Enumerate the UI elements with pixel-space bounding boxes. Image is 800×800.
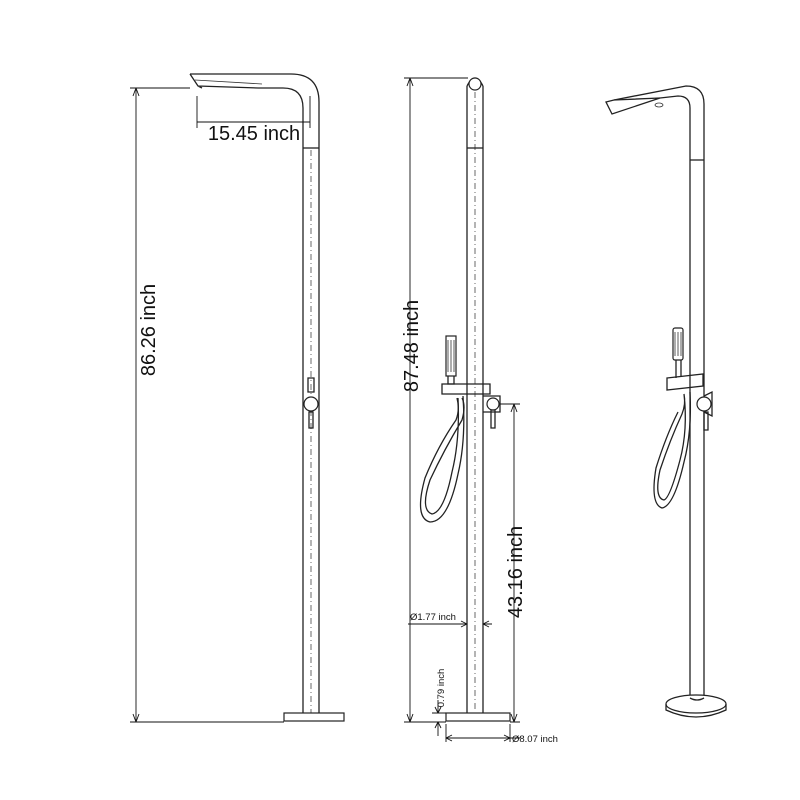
perspective-view	[605, 85, 727, 718]
total-height-label-side: 86.26 inch	[138, 284, 160, 376]
side-view: 86.26 inch 15.45 inch	[130, 73, 345, 723]
pipe-diameter-label: Ø1.77 inch	[410, 612, 456, 623]
valve-height-label: 43.16 inch	[505, 526, 527, 618]
base-thickness-label: 0.79 inch	[436, 669, 447, 708]
top-cap	[468, 77, 482, 91]
base-plate	[283, 712, 345, 722]
valve-knob-perspective	[696, 396, 712, 412]
total-height-label-front: 87.48 inch	[401, 300, 423, 392]
base-perspective	[665, 694, 727, 714]
valve-knob	[303, 396, 319, 412]
front-view: 87.48 inch 43.16 inch Ø1.77 inch 0.79 in…	[401, 77, 558, 745]
valve-knob-front	[486, 397, 500, 411]
base-plate-front	[445, 712, 511, 722]
base-diameter-label: Ø8.07 inch	[512, 734, 558, 745]
spout-reach-label: 15.45 inch	[208, 123, 300, 145]
